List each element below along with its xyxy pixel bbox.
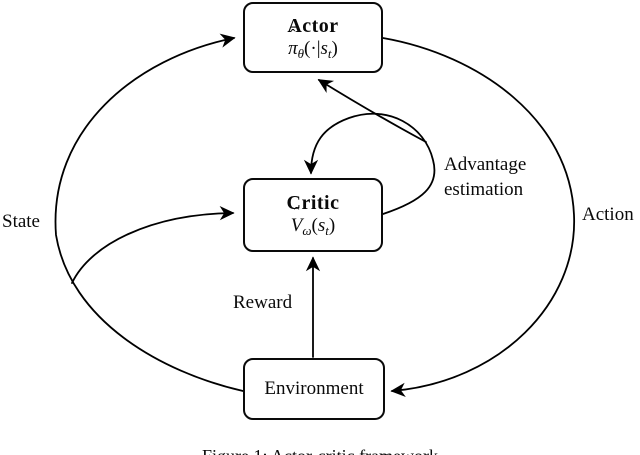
advantage-estimation-label: Advantage estimation: [444, 152, 526, 202]
hat-accent: ˆ: [290, 27, 296, 45]
environment-node: Environment: [243, 358, 385, 420]
action-label: Action: [582, 204, 634, 225]
advantage-loop-arrow: [303, 112, 436, 215]
critic-to-actor-arrow: [317, 79, 427, 143]
actor-title: Actor: [287, 14, 339, 37]
critic-title: Critic: [286, 192, 340, 214]
advantage-label-line1: Advantage: [444, 154, 527, 175]
figure-caption: Figure 1: Actor-critic framework: [0, 445, 640, 455]
state-to-actor-arrow: [54, 33, 244, 392]
state-label: State: [2, 211, 40, 232]
action-arrow: [382, 37, 575, 397]
state-to-critic-arrow: [71, 206, 235, 284]
environment-title: Environment: [264, 378, 364, 399]
hat-accent: ˆ: [293, 204, 300, 222]
reward-label: Reward: [233, 292, 293, 313]
advantage-label-line2: estimation: [444, 179, 524, 200]
